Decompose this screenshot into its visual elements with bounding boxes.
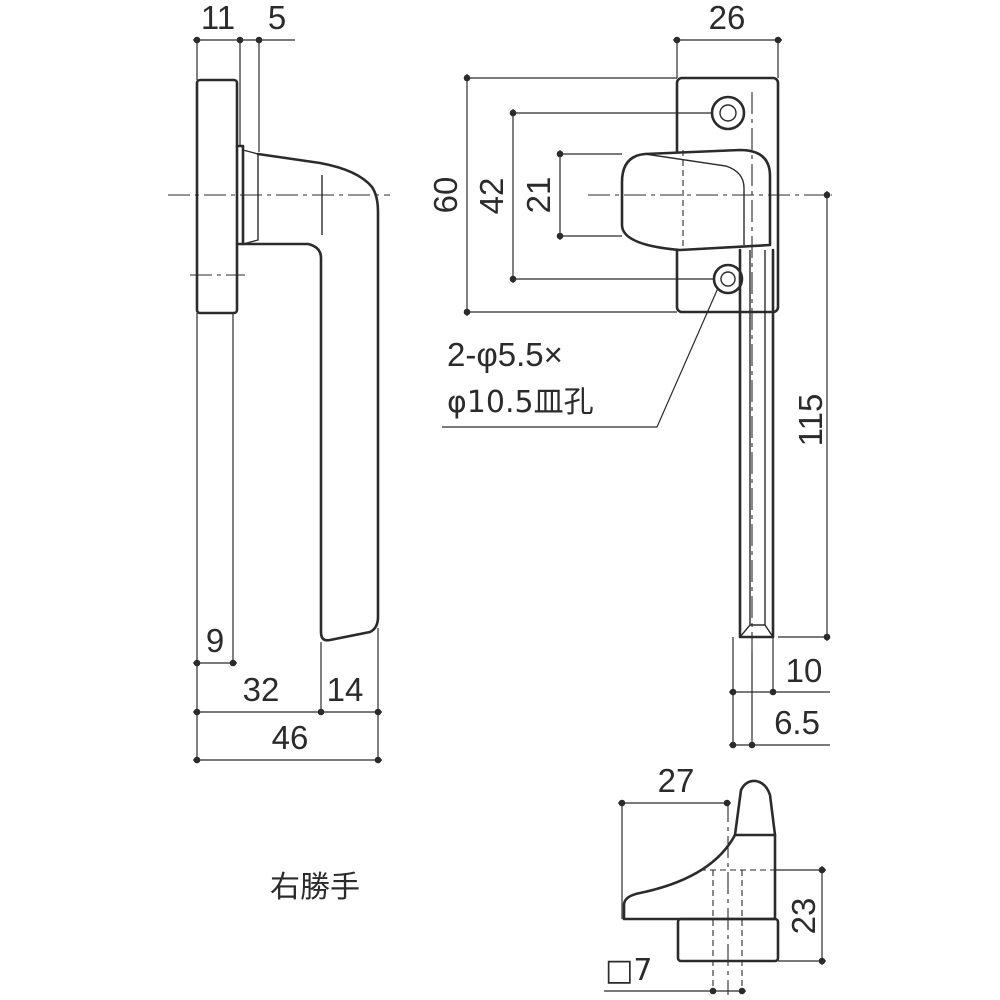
detail-view: 27 23 □7 [604, 762, 826, 995]
dim-arm-length: 115 [792, 394, 829, 447]
dim-side-gap: 5 [268, 0, 286, 36]
dim-detail-square: □7 [605, 953, 652, 988]
side-view: 11 5 9 32 14 46 [168, 0, 390, 764]
dim-side-base-to-grip: 9 [206, 622, 224, 659]
dim-side-thickness: 11 [201, 0, 235, 36]
dim-knob-height: 21 [520, 177, 557, 214]
dim-top-width: 26 [709, 0, 746, 36]
detail-post [733, 779, 777, 837]
dim-plate-height: 60 [427, 177, 464, 214]
dim-arm-width: 10 [786, 652, 823, 689]
side-base-plate [195, 78, 239, 315]
hole-leader-line [442, 287, 719, 428]
dim-detail-width: 27 [658, 762, 695, 799]
dim-hole-pitch: 42 [473, 178, 510, 215]
front-arm [738, 248, 775, 639]
top-screw-hole [710, 95, 746, 131]
dim-side-width-lower: 32 [243, 671, 280, 708]
dim-arm-offset: 6.5 [774, 704, 820, 741]
dim-side-total-width: 46 [272, 719, 309, 756]
side-lever [241, 152, 380, 642]
dim-side-grip-width: 14 [327, 671, 364, 708]
dim-detail-height: 23 [785, 898, 822, 935]
side-neck [242, 149, 259, 245]
front-view: 26 60 42 21 115 10 6.5 2-φ5.5× [427, 0, 832, 749]
hole-note-line1: 2-φ5.5× [447, 336, 563, 373]
hole-note-line2: φ10.5皿孔 [447, 385, 594, 420]
front-knob [620, 148, 772, 252]
detail-foot [622, 833, 777, 921]
hand-label: 右勝手 [270, 870, 360, 905]
